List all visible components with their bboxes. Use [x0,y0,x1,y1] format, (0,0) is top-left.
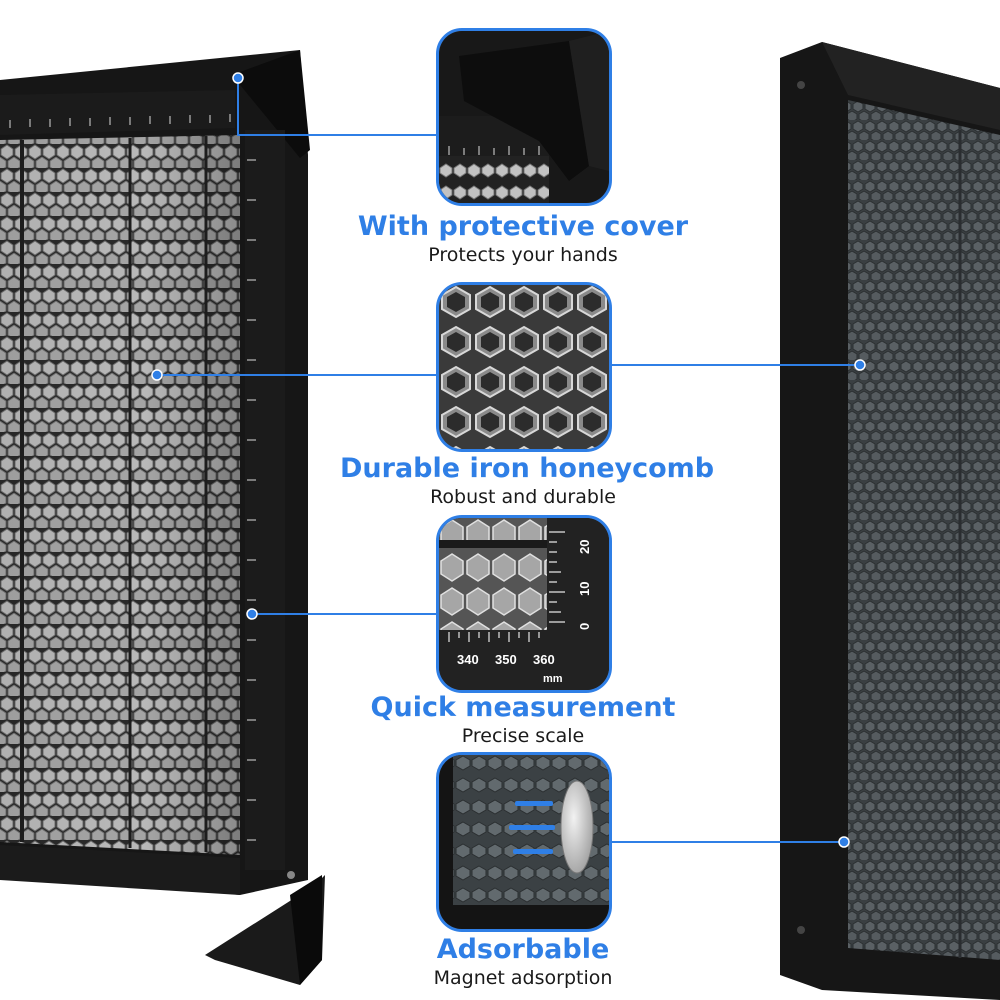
feature-subtitle: Protects your hands [428,244,618,266]
feature-title: With protective cover [357,211,689,242]
honeycomb-detail-image [436,282,612,452]
scale-y-label: 20 [577,540,592,554]
feature-measurement: Quick measurement Precise scale [340,692,706,748]
scale-unit-label: mm [543,673,563,685]
cover-detail-image [436,28,612,206]
feature-honeycomb: Durable iron honeycomb Robust and durabl… [340,453,715,509]
scale-x-label: 360 [533,652,555,667]
scale-y-label: 0 [577,623,592,630]
scale-y-label: 10 [577,582,592,596]
feature-title: Adsorbable [436,934,610,965]
feature-subtitle: Precise scale [461,725,585,747]
feature-subtitle: Magnet adsorption [433,967,613,989]
feature-title: Quick measurement [370,692,676,723]
scale-x-label: 350 [495,652,517,667]
feature-protective-cover: With protective cover Protects your hand… [340,211,706,267]
feature-subtitle: Robust and durable [430,486,616,508]
feature-adsorbable: Adsorbable Magnet adsorption [340,934,706,990]
scale-detail-image: 340 350 360 mm 20 10 0 [436,515,612,693]
scale-x-label: 340 [457,652,479,667]
honeycomb-panel-front [0,50,325,985]
magnet-detail-image [436,752,612,932]
feature-title: Durable iron honeycomb [340,453,715,484]
